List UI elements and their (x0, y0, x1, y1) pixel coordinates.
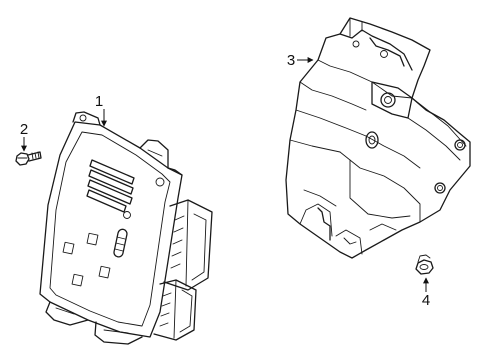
mounting-bracket (285, 17, 471, 259)
callout-number-4: 4 (422, 292, 430, 309)
callout-2: 2 (20, 121, 28, 152)
callout-3: 3 (287, 52, 314, 69)
bracket-bolt (415, 254, 434, 275)
control-module (39, 111, 213, 345)
connector-upper (163, 199, 213, 291)
heat-sink-fins (86, 159, 135, 219)
callout-4: 4 (422, 277, 430, 309)
module-bolt (15, 151, 42, 166)
callout-1: 1 (95, 93, 107, 127)
connector-lower (153, 279, 197, 341)
callout-number-1: 1 (95, 93, 103, 110)
callout-number-2: 2 (20, 121, 28, 138)
callout-number-3: 3 (287, 52, 295, 69)
